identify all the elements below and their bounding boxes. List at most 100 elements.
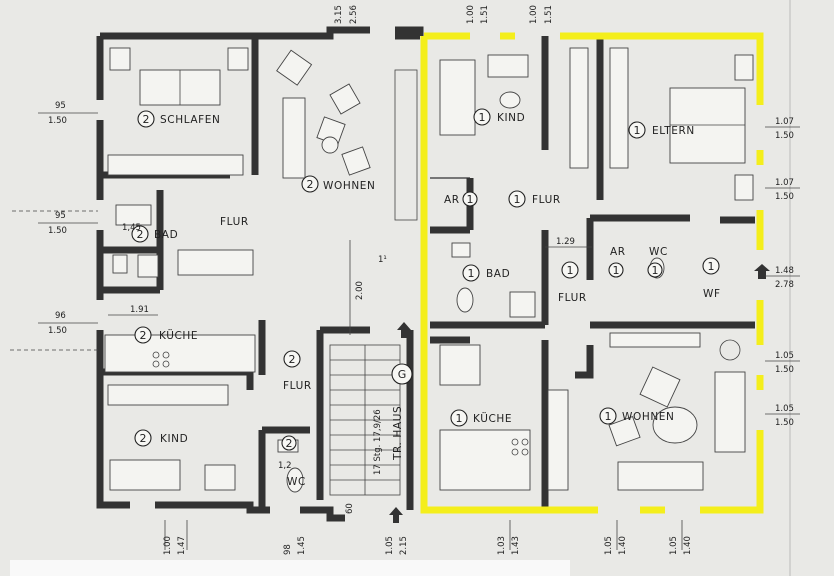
room-eltern-1: 1 ELTERN <box>628 121 695 139</box>
svg-text:WC: WC <box>287 476 306 488</box>
svg-text:17 Stg. 17,9/26: 17 Stg. 17,9/26 <box>373 409 383 475</box>
svg-text:1.07: 1.07 <box>775 178 794 188</box>
room-ar-1b: AR 1 <box>608 246 626 278</box>
svg-text:1.05: 1.05 <box>604 536 614 555</box>
svg-text:1.50: 1.50 <box>775 365 794 375</box>
svg-text:1: 1 <box>567 264 574 277</box>
svg-text:WOHNEN: WOHNEN <box>622 411 675 423</box>
svg-text:60: 60 <box>345 503 355 514</box>
svg-text:1.43: 1.43 <box>511 536 521 555</box>
svg-text:G: G <box>398 368 407 381</box>
svg-text:2.78: 2.78 <box>775 280 794 290</box>
svg-text:1.03: 1.03 <box>497 536 507 555</box>
svg-text:1: 1 <box>652 264 659 277</box>
svg-text:2.56: 2.56 <box>349 5 359 24</box>
svg-text:1.50: 1.50 <box>48 226 67 236</box>
svg-text:1.29: 1.29 <box>556 237 575 247</box>
svg-text:2: 2 <box>140 329 147 342</box>
svg-text:WC: WC <box>649 246 668 258</box>
svg-text:1.00: 1.00 <box>163 536 173 555</box>
room-flur-1b: 1 FLUR <box>558 261 587 304</box>
staircase <box>329 240 401 496</box>
room-kind-1: 1 KIND <box>473 108 525 126</box>
svg-text:BAD: BAD <box>486 268 510 280</box>
room-wohnen-2: 2 WOHNEN <box>301 175 376 193</box>
svg-text:98: 98 <box>283 544 293 555</box>
svg-text:1.48: 1.48 <box>775 266 794 276</box>
svg-text:1.05: 1.05 <box>669 536 679 555</box>
svg-text:SCHLAFEN: SCHLAFEN <box>160 114 221 126</box>
room-labels: 2 SCHLAFEN 2 WOHNEN FLUR 2 BAD 2 KÜCHE 2… <box>131 108 721 488</box>
room-wc-2: 2 WC <box>281 435 306 488</box>
svg-text:1.50: 1.50 <box>48 116 67 126</box>
svg-text:TR. HAUS: TR. HAUS <box>392 406 404 461</box>
room-bad-1: 1 BAD <box>462 264 510 282</box>
stairwell-labels: G TR. HAUS 17 Stg. 17,9/26 <box>373 264 770 523</box>
svg-text:1.50: 1.50 <box>775 131 794 141</box>
svg-text:2: 2 <box>289 353 296 366</box>
room-wohnen-1: 1 WOHNEN <box>599 407 675 425</box>
svg-text:FLUR: FLUR <box>220 216 249 228</box>
svg-text:1: 1 <box>605 410 612 423</box>
svg-text:FLUR: FLUR <box>558 292 587 304</box>
svg-text:1.05: 1.05 <box>385 536 395 555</box>
svg-text:1.00: 1.00 <box>466 5 476 24</box>
svg-text:1: 1 <box>613 264 620 277</box>
entrance-arrow-icon <box>754 264 770 279</box>
svg-text:AR: AR <box>610 246 626 258</box>
svg-text:KÜCHE: KÜCHE <box>473 412 512 425</box>
svg-text:1.51: 1.51 <box>544 5 554 24</box>
svg-text:1.05: 1.05 <box>775 351 794 361</box>
room-kind-2: 2 KIND <box>134 429 188 447</box>
svg-text:WF: WF <box>703 288 721 300</box>
svg-text:2.15: 2.15 <box>399 536 409 555</box>
room-wf-1: 1 WF <box>702 257 721 300</box>
room-kueche-1: 1 KÜCHE <box>450 409 512 427</box>
room-bad-2: 2 BAD <box>131 225 178 243</box>
svg-text:1.51: 1.51 <box>480 5 490 24</box>
svg-text:1,2: 1,2 <box>278 461 292 471</box>
svg-text:1.47: 1.47 <box>177 536 187 555</box>
highlight-outline <box>420 32 764 514</box>
svg-text:3.15: 3.15 <box>334 5 344 24</box>
svg-text:1: 1 <box>468 267 475 280</box>
svg-text:KIND: KIND <box>497 112 525 124</box>
svg-text:95: 95 <box>55 211 66 221</box>
svg-text:WOHNEN: WOHNEN <box>323 180 376 192</box>
svg-text:1.50: 1.50 <box>48 326 67 336</box>
svg-text:1: 1 <box>456 412 463 425</box>
entrance-arrow-icon <box>389 507 403 523</box>
dimensions: 3.15 2.56 1.00 1.51 1.00 1.51 95 1.50 95… <box>10 5 800 555</box>
svg-text:2: 2 <box>137 228 144 241</box>
room-flur-2a: FLUR <box>220 216 249 228</box>
svg-text:2: 2 <box>143 113 150 126</box>
svg-text:1.45: 1.45 <box>297 536 307 555</box>
svg-text:BAD: BAD <box>154 229 178 241</box>
svg-text:KIND: KIND <box>160 433 188 445</box>
svg-text:1: 1 <box>708 260 715 273</box>
furniture <box>104 47 754 496</box>
svg-text:1¹: 1¹ <box>378 255 387 265</box>
room-kueche-2: 2 KÜCHE <box>134 326 198 344</box>
svg-text:1: 1 <box>479 111 486 124</box>
room-schlafen: 2 SCHLAFEN <box>137 110 221 128</box>
svg-text:1.40: 1.40 <box>683 536 693 555</box>
svg-text:1.91: 1.91 <box>130 305 149 315</box>
svg-text:AR: AR <box>444 194 460 206</box>
svg-text:2: 2 <box>286 437 293 450</box>
svg-text:1: 1 <box>634 124 641 137</box>
svg-text:2.00: 2.00 <box>355 281 365 300</box>
room-wc-1: WC 1 <box>647 246 668 278</box>
svg-text:2: 2 <box>140 432 147 445</box>
svg-text:1.00: 1.00 <box>529 5 539 24</box>
svg-text:95: 95 <box>55 101 66 111</box>
svg-text:ELTERN: ELTERN <box>652 125 695 137</box>
room-ar-1a: AR 1 <box>444 191 478 207</box>
room-flur-1a: 1 FLUR <box>508 190 561 208</box>
svg-text:FLUR: FLUR <box>532 194 561 206</box>
svg-text:1.07: 1.07 <box>775 117 794 127</box>
svg-text:FLUR: FLUR <box>283 380 312 392</box>
svg-text:1.50: 1.50 <box>775 418 794 428</box>
svg-text:1: 1 <box>514 193 521 206</box>
